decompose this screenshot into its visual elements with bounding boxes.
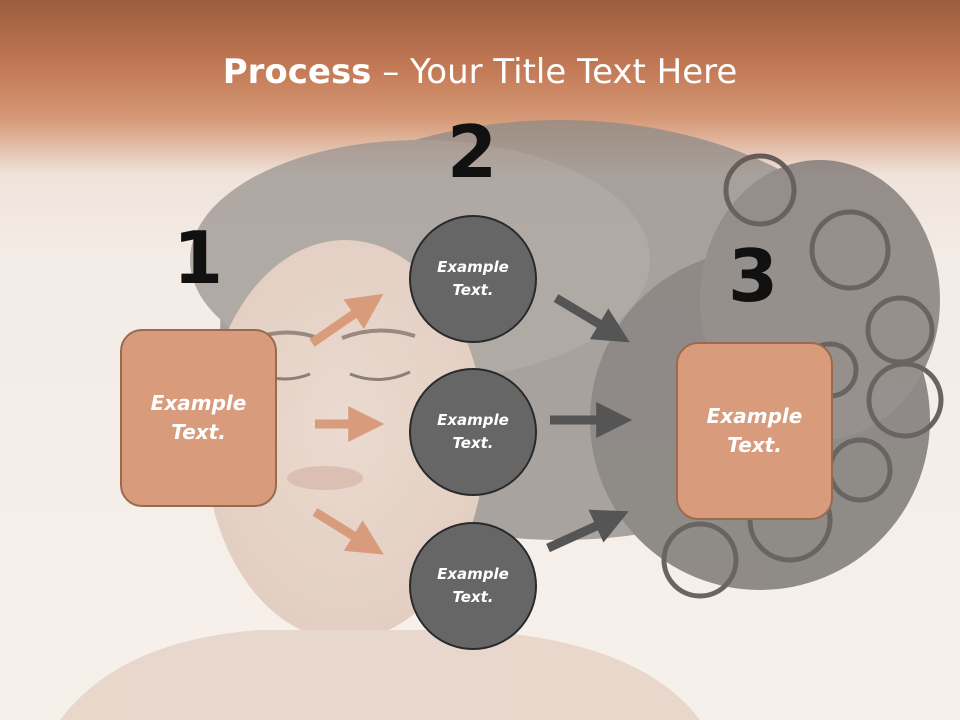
step-number-3: 3 — [727, 234, 779, 318]
left-box-line1: Example — [150, 391, 247, 415]
arrow-bottom-to-right — [546, 509, 629, 553]
circle-top-line2: Text. — [452, 281, 494, 299]
step-number-1: 1 — [172, 216, 224, 300]
left-box-line2: Text. — [171, 420, 226, 444]
circle-bottom-line2: Text. — [452, 588, 494, 606]
circle-bottom-line1: Example — [437, 565, 509, 583]
right-box-line1: Example — [706, 404, 803, 428]
step-number-2: 2 — [446, 110, 498, 194]
page-title: Process – Your Title Text Here — [0, 52, 960, 92]
circle-middle-line2: Text. — [452, 434, 494, 452]
title-bold: Process — [222, 52, 372, 92]
right-box-line2: Text. — [727, 433, 782, 457]
arrow-left-to-bottom — [312, 508, 384, 555]
title-rest: – Your Title Text Here — [371, 52, 738, 92]
circle-top-line1: Example — [437, 258, 509, 276]
arrow-top-to-right — [553, 294, 630, 343]
circle-middle-line1: Example — [437, 411, 509, 429]
arrow-left-to-top — [309, 293, 384, 347]
